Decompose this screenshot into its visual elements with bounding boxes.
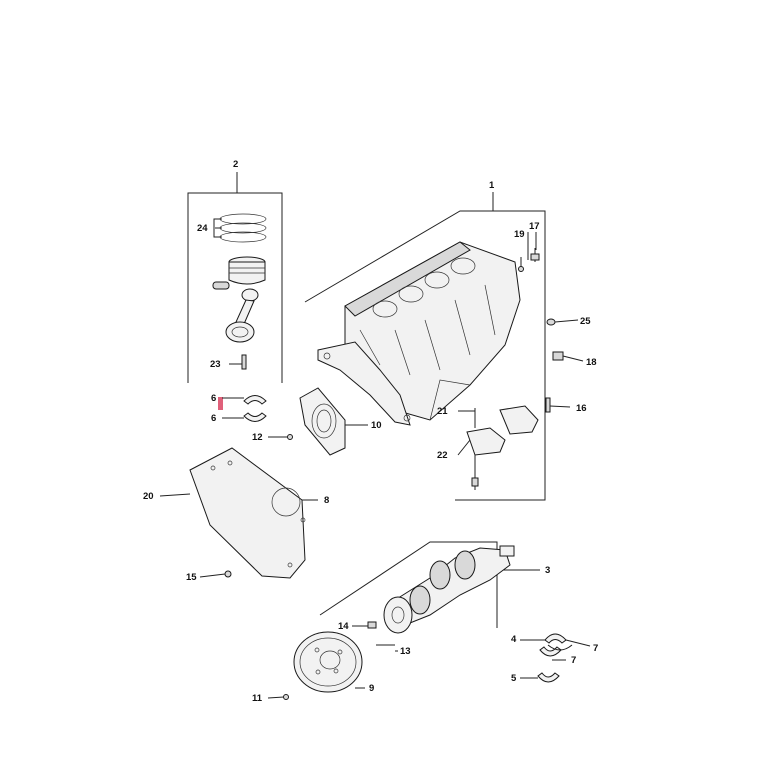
main-bearing-shells [537,633,573,683]
callout-8: 8 [324,495,329,506]
block-fasteners [474,248,584,428]
callout-6b: 6 [211,413,216,424]
rear-seal-housing [287,387,346,456]
callout-18: 18 [586,357,597,368]
piston [212,256,266,290]
callout-14: 14 [338,621,349,632]
callout-4: 4 [511,634,517,645]
callout-labels: 2 1 24 23 6 6 17 19 25 18 16 21 22 12 10… [143,159,598,704]
main-bearing-caps [466,405,539,490]
adapter-plate [189,447,306,579]
cylinder-block [317,241,521,426]
callout-19: 19 [514,229,525,240]
callout-6a: 6 [211,393,216,404]
leader-lines [159,227,591,699]
callout-15: 15 [186,572,197,583]
highlight-marker [218,397,223,410]
callout-20: 20 [143,491,154,502]
callout-22: 22 [437,450,448,461]
flywheel [283,631,363,700]
crankshaft [383,545,515,634]
callout-23: 23 [210,359,221,370]
callout-2: 2 [233,159,238,170]
callout-3: 3 [545,565,550,576]
callout-13: 13 [400,646,411,657]
callout-24: 24 [197,223,208,234]
callout-9: 9 [369,683,374,694]
callout-12: 12 [252,432,263,443]
connecting-rod [225,288,259,370]
callout-1: 1 [489,180,495,191]
callout-25: 25 [580,316,591,327]
piston-rings [213,213,267,243]
callout-11: 11 [252,693,263,704]
callout-7b: 7 [571,655,576,666]
callout-5: 5 [511,673,517,684]
block-group-frame [304,192,546,501]
callout-21: 21 [437,406,448,417]
callout-17: 17 [529,221,540,232]
crank-fasteners [367,621,395,646]
callout-7a: 7 [593,643,598,654]
piston-group-frame [187,172,283,383]
callout-16: 16 [576,403,587,414]
rod-bearing-shells [218,395,267,422]
callout-10: 10 [371,420,382,431]
